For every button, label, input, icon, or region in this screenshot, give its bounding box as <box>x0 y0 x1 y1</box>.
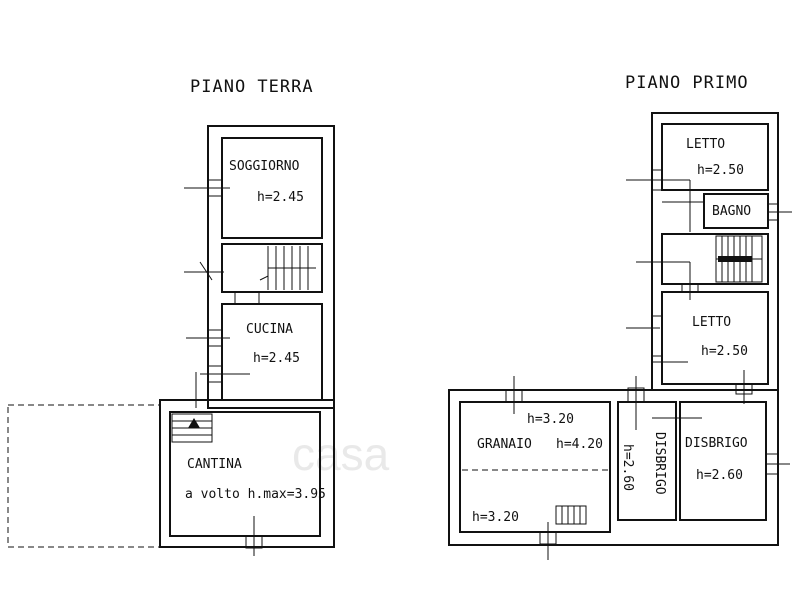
room-letto-mid-outline <box>661 291 769 385</box>
title-piano-terra: PIANO TERRA <box>190 77 314 97</box>
room-soggiorno-outline <box>221 137 323 239</box>
cantina-height: a volto h.max=3.95 <box>185 487 326 502</box>
first-openings <box>505 169 792 560</box>
cucina-height: h=2.45 <box>253 351 300 366</box>
letto-mid-label: LETTO <box>692 315 731 330</box>
soggiorno-label: SOGGIORNO <box>229 159 300 174</box>
cucina-label: CUCINA <box>246 322 293 337</box>
ground-upper-outer-wall <box>207 125 335 409</box>
letto-top-height: h=2.50 <box>697 163 744 178</box>
granaio-height-top: h=3.20 <box>527 412 574 427</box>
disbrigo-vertical-height: h=2.60 <box>620 444 635 491</box>
soggiorno-height: h=2.45 <box>257 190 304 205</box>
letto-top-label: LETTO <box>686 137 725 152</box>
title-piano-primo: PIANO PRIMO <box>625 73 749 93</box>
room-granaio-outline <box>459 401 611 533</box>
room-cantina-outline <box>169 411 321 537</box>
first-floor-plan: LETTO h=2.50 BAGNO LETTO h=2.50 h=3.20 G… <box>448 112 792 560</box>
watermark-text: casa <box>292 428 390 480</box>
room-disbrigo-h-outline <box>679 401 767 521</box>
ground-floor-plan: SOGGIORNO h=2.45 CUCINA h=2.45 CANTINA a… <box>7 125 335 556</box>
external-area-outline <box>7 404 161 548</box>
granaio-label: GRANAIO <box>477 437 532 452</box>
cantina-stairs <box>171 413 213 443</box>
disbrigo-label: DISBRIGO <box>685 436 748 451</box>
disbrigo-vertical-label: DISBRIGO <box>652 432 667 495</box>
room-disbrigo-v-outline <box>617 401 677 521</box>
granaio-height-bottom: h=3.20 <box>472 510 519 525</box>
bagno-label: BAGNO <box>712 204 751 219</box>
first-stair-area-outline <box>661 233 769 285</box>
first-stairs <box>715 235 763 283</box>
disbrigo-height: h=2.60 <box>696 468 743 483</box>
ground-stairs <box>259 246 316 290</box>
letto-mid-height: h=2.50 <box>701 344 748 359</box>
stair-room-outline <box>221 243 323 293</box>
granaio-height-mid: h=4.20 <box>556 437 603 452</box>
room-letto-top-outline <box>661 123 769 191</box>
ground-openings <box>184 179 263 556</box>
cantina-label: CANTINA <box>187 457 242 472</box>
granaio-stairs <box>555 505 587 525</box>
